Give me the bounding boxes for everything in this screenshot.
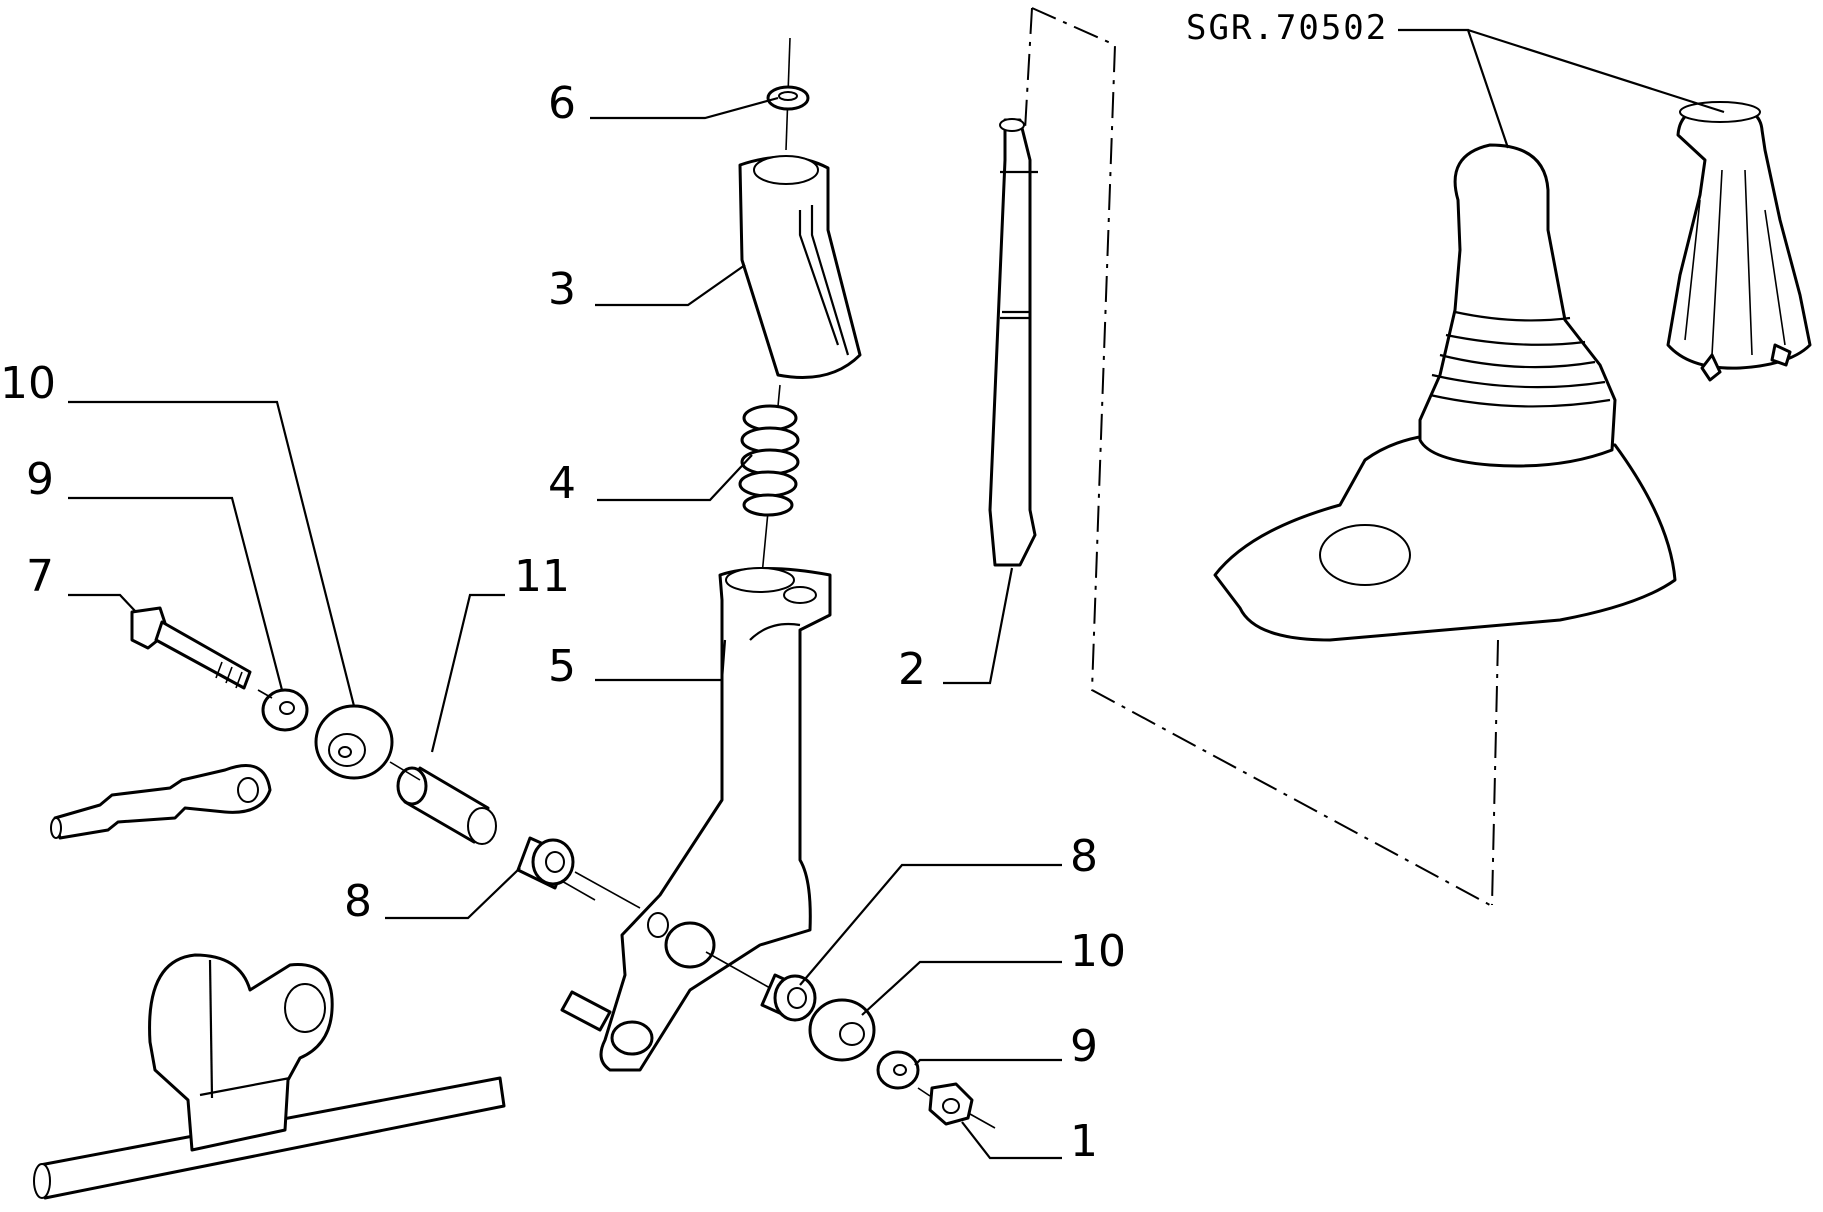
part-4-spring — [738, 404, 800, 517]
callout-5: 5 — [548, 641, 576, 692]
callout-2: 2 — [898, 644, 926, 695]
part-10-bushing-left — [314, 704, 394, 780]
part-9-washer-right — [876, 1050, 920, 1090]
callout-10-right: 10 — [1070, 926, 1126, 977]
gear-knob-boot-assembly — [1213, 143, 1677, 642]
part-9-washer-left — [261, 688, 309, 732]
leader-lines — [68, 28, 1725, 1160]
part-2-shift-rod — [988, 118, 1038, 567]
hardware-axis — [257, 689, 996, 1129]
callout-9-left: 9 — [26, 454, 54, 505]
callout-4: 4 — [548, 458, 576, 509]
knob-sub-assembly — [1666, 101, 1812, 382]
part-8-bush-left — [516, 836, 575, 890]
part-6-circlip — [766, 85, 810, 111]
callout-8-left: 8 — [344, 876, 372, 927]
callout-7: 7 — [26, 551, 54, 602]
callout-10-left: 10 — [0, 358, 56, 409]
part-1-nut — [928, 1082, 974, 1126]
part-11-spacer-tube — [396, 766, 497, 845]
part-5-lever-body — [560, 567, 832, 1072]
assembly-frame — [1024, 7, 1499, 906]
callout-8-right: 8 — [1070, 831, 1098, 882]
part-8-bush-right — [760, 973, 817, 1022]
part-10-bushing-right — [808, 998, 876, 1062]
selector-shaft-bracket — [33, 953, 506, 1200]
callout-6: 6 — [548, 78, 576, 129]
part-3-lever-sleeve — [738, 155, 862, 379]
part-7-bolt — [130, 606, 252, 690]
callout-3: 3 — [548, 264, 576, 315]
callout-11: 11 — [514, 551, 570, 602]
linkage-rod — [50, 764, 272, 840]
callout-9-right: 9 — [1070, 1021, 1098, 1072]
callout-1: 1 — [1070, 1116, 1098, 1167]
reference-code: SGR.70502 — [1186, 8, 1389, 48]
